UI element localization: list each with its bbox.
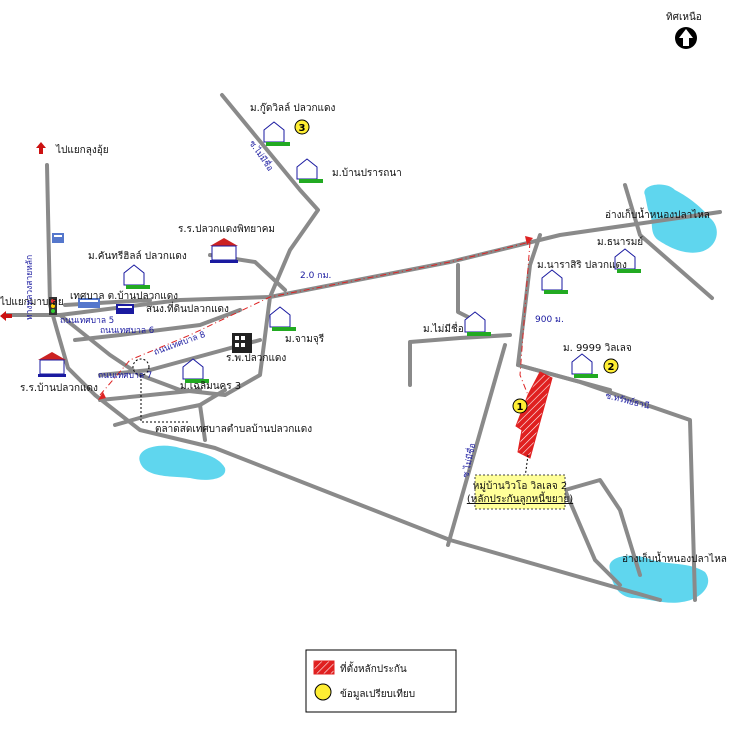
school-icon [38, 352, 66, 377]
house-icon [263, 121, 290, 146]
building-icon [52, 233, 64, 243]
label-village-kunthorn: ม.คันทรีฮิลล์ ปลวกแดง [88, 250, 187, 262]
label-road-tesaban6: ถนนเทศบาล 6 [100, 326, 154, 336]
collateral-shape [515, 371, 553, 459]
label-school-ban-pluakdaeng: ร.ร.บ้านปลวกแดง [20, 382, 98, 394]
label-dist-2km: 2.0 กม. [300, 271, 331, 281]
label-village-jamjuri: ม.จามจุรี [285, 333, 325, 345]
svg-text:3: 3 [299, 123, 306, 134]
label-village-9999: ม. 9999 วิลเลจ [563, 343, 632, 354]
hospital-icon [232, 333, 252, 353]
marker-comp2: 2 [603, 358, 619, 374]
subject-callout-box [474, 474, 566, 510]
house-icon [571, 353, 598, 378]
route-line [99, 241, 531, 401]
marker-subject: 1 [512, 398, 528, 414]
house-icon [541, 269, 568, 294]
legend-collateral-swatch [313, 660, 335, 675]
label-road-tesaban8: ถนนเทศบาล 8 [153, 330, 207, 358]
label-hospital: ร.พ.ปลวกแดง [226, 353, 286, 364]
label-road-sap-thani: ซ.ทรัพย์ธานี [604, 390, 651, 412]
village-icons [123, 121, 641, 383]
label-reservoir-bottom-1: อ่างเก็บน้ำหนองปลาไหล [622, 551, 727, 565]
subject-callout-line1: หมู่บ้านวิวโอ วิลเลจ 2 [473, 479, 567, 492]
house-icon [123, 264, 150, 289]
land-office-icon [116, 304, 134, 314]
house-icon [296, 158, 323, 183]
label-village-mai-mi-chue: ม.ไม่มีชื่อ [423, 321, 464, 335]
label-road-tesaban7: ถนนเทศบาล 7 [98, 371, 152, 381]
subject-callout-line2: (หลักประกันลูกหนี้ขยาย) [467, 491, 573, 505]
school-icon [210, 238, 238, 263]
traffic-light-icon [49, 297, 57, 315]
label-village-ban-prattana: ม.บ้านปรารถนา [332, 167, 402, 179]
house-icon [269, 306, 296, 331]
route-arrow-right [525, 236, 533, 245]
marker-comp3: 3 [294, 119, 310, 135]
legend-collateral-label: ที่ตั้งหลักประกัน [340, 661, 407, 675]
label-to-lung-ui: ไปแยกลุงอุ้ย [55, 144, 109, 156]
label-market: ตลาดสดเทศบาลตำบลบ้านปลวกแดง [155, 423, 312, 435]
label-highway: ทางหลวงสายหลัก [25, 255, 35, 320]
route-arrow-left [98, 392, 106, 400]
arrow-up-icon [36, 142, 46, 154]
arrow-left-icon [0, 311, 12, 321]
label-dist-900m: 900 ม. [535, 315, 564, 325]
house-icon [464, 311, 491, 336]
label-village-chalermnakhon: ม.เฉลิมนคร 3 [180, 381, 241, 392]
label-village-goodville: ม.กู๊ดวิลล์ ปลวกแดง [250, 102, 335, 114]
label-land-office: สนง.ที่ดินปลวกแดง [146, 301, 229, 315]
legend: ที่ตั้งหลักประกัน ข้อมูลเปรียบเทียบ [305, 649, 457, 713]
north-arrow-icon [675, 27, 697, 49]
house-icon [614, 248, 641, 273]
label-reservoir-top: อ่างเก็บน้ำหนองปลาไหล [605, 207, 710, 221]
label-road-tesaban5: ถนนเทศบาล 5 [60, 316, 114, 326]
legend-comparable-label: ข้อมูลเปรียบเทียบ [340, 688, 415, 700]
svg-text:2: 2 [608, 362, 615, 373]
label-village-narasiri: ม.นาราสิริ ปลวกแดง [537, 260, 627, 271]
house-icon [182, 358, 209, 383]
north-label: ทิศเหนือ [666, 11, 702, 23]
label-school-pittayakom: ร.ร.ปลวกแดงพิทยาคม [178, 224, 275, 235]
label-municipality: เทศบาล ต.บ้านปลวกแดง [70, 290, 178, 302]
label-road-mai-mi-chue-mid: ซ.ไม่มีชื่อ [459, 442, 478, 479]
label-village-thanaram: ม.ธนารมย์ [597, 236, 643, 248]
label-to-mabyanglai: ไปแยกมาบเลย [0, 296, 64, 308]
municipality-icon [78, 298, 100, 308]
legend-comparable-swatch [314, 683, 332, 701]
svg-text:1: 1 [517, 402, 524, 413]
market-pond-shape [139, 445, 226, 480]
